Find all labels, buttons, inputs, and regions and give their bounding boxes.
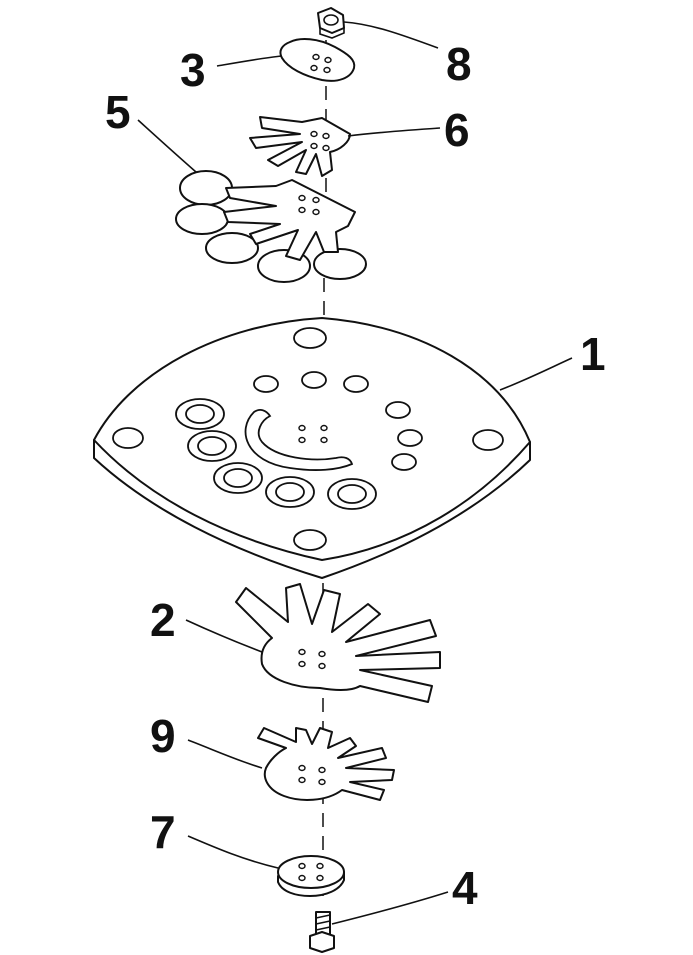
callout-5: 5 <box>105 86 131 138</box>
part-4-screw <box>309 911 335 953</box>
callout-3: 3 <box>180 44 206 96</box>
leader-lines <box>137 21 573 925</box>
part-2-large-reed-disc <box>235 583 441 703</box>
part-5-large-reed-valve <box>175 170 367 283</box>
callout-8: 8 <box>446 38 472 90</box>
callout-1: 1 <box>580 328 606 380</box>
part-9-small-reed-disc <box>257 727 395 801</box>
part-1-valve-plate <box>93 317 531 579</box>
part-6-small-reed-valve <box>249 116 351 177</box>
callout-labels: 1 2 3 4 5 6 7 8 9 <box>105 38 606 914</box>
part-7-washer <box>277 855 345 897</box>
callout-4: 4 <box>452 862 478 914</box>
part-3-retainer <box>279 38 356 82</box>
part-8-nut <box>317 7 345 39</box>
callout-2: 2 <box>150 594 176 646</box>
callout-6: 6 <box>444 104 470 156</box>
callout-9: 9 <box>150 710 176 762</box>
callout-7: 7 <box>150 806 176 858</box>
